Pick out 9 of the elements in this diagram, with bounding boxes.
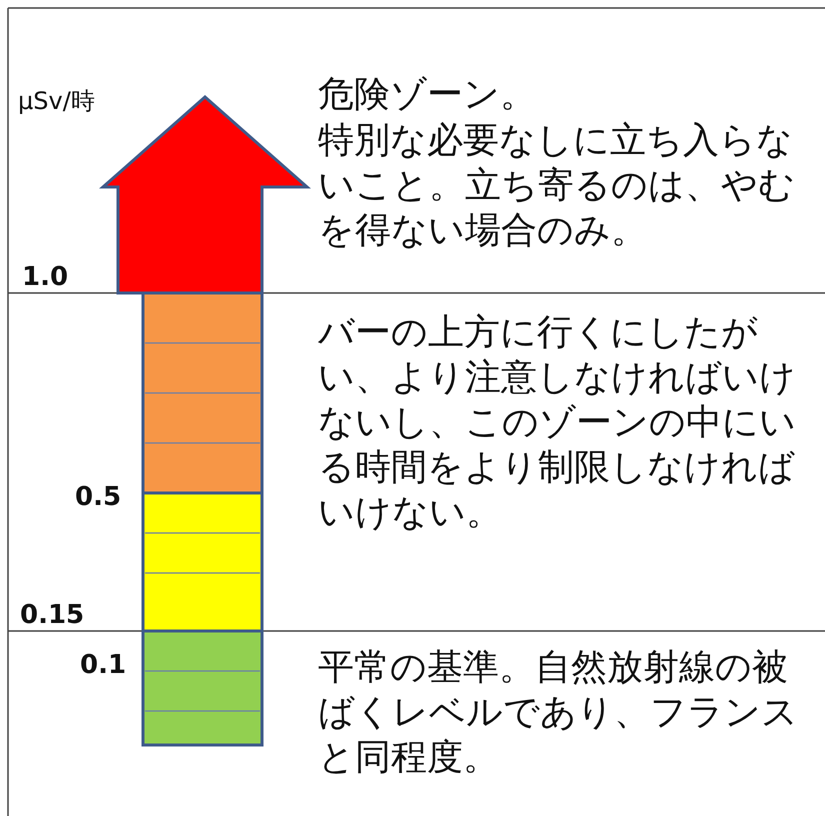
scale-value: 0.1 xyxy=(80,650,126,680)
scale-value: 0.5 xyxy=(75,482,122,512)
zone-description: 平常の基準。自然放射線の被ばくレベルであり、フランスと同程度。 xyxy=(318,646,799,780)
scale-value: 1.0 xyxy=(22,262,68,292)
scale-value: 0.15 xyxy=(20,600,84,630)
zone-description: バーの上方に行くにしたがい、より注意しなければいけないし、このゾーンの中にいる時間をより制限しなければいけない。 xyxy=(318,311,797,535)
unit-label: µSv/時 xyxy=(18,86,95,117)
zone-heading: 危険ゾーン。 xyxy=(318,73,537,117)
zone-description: 特別な必要なしに立ち入らないこと。立ち寄るのは、やむを得ない場合のみ。 xyxy=(318,119,796,253)
